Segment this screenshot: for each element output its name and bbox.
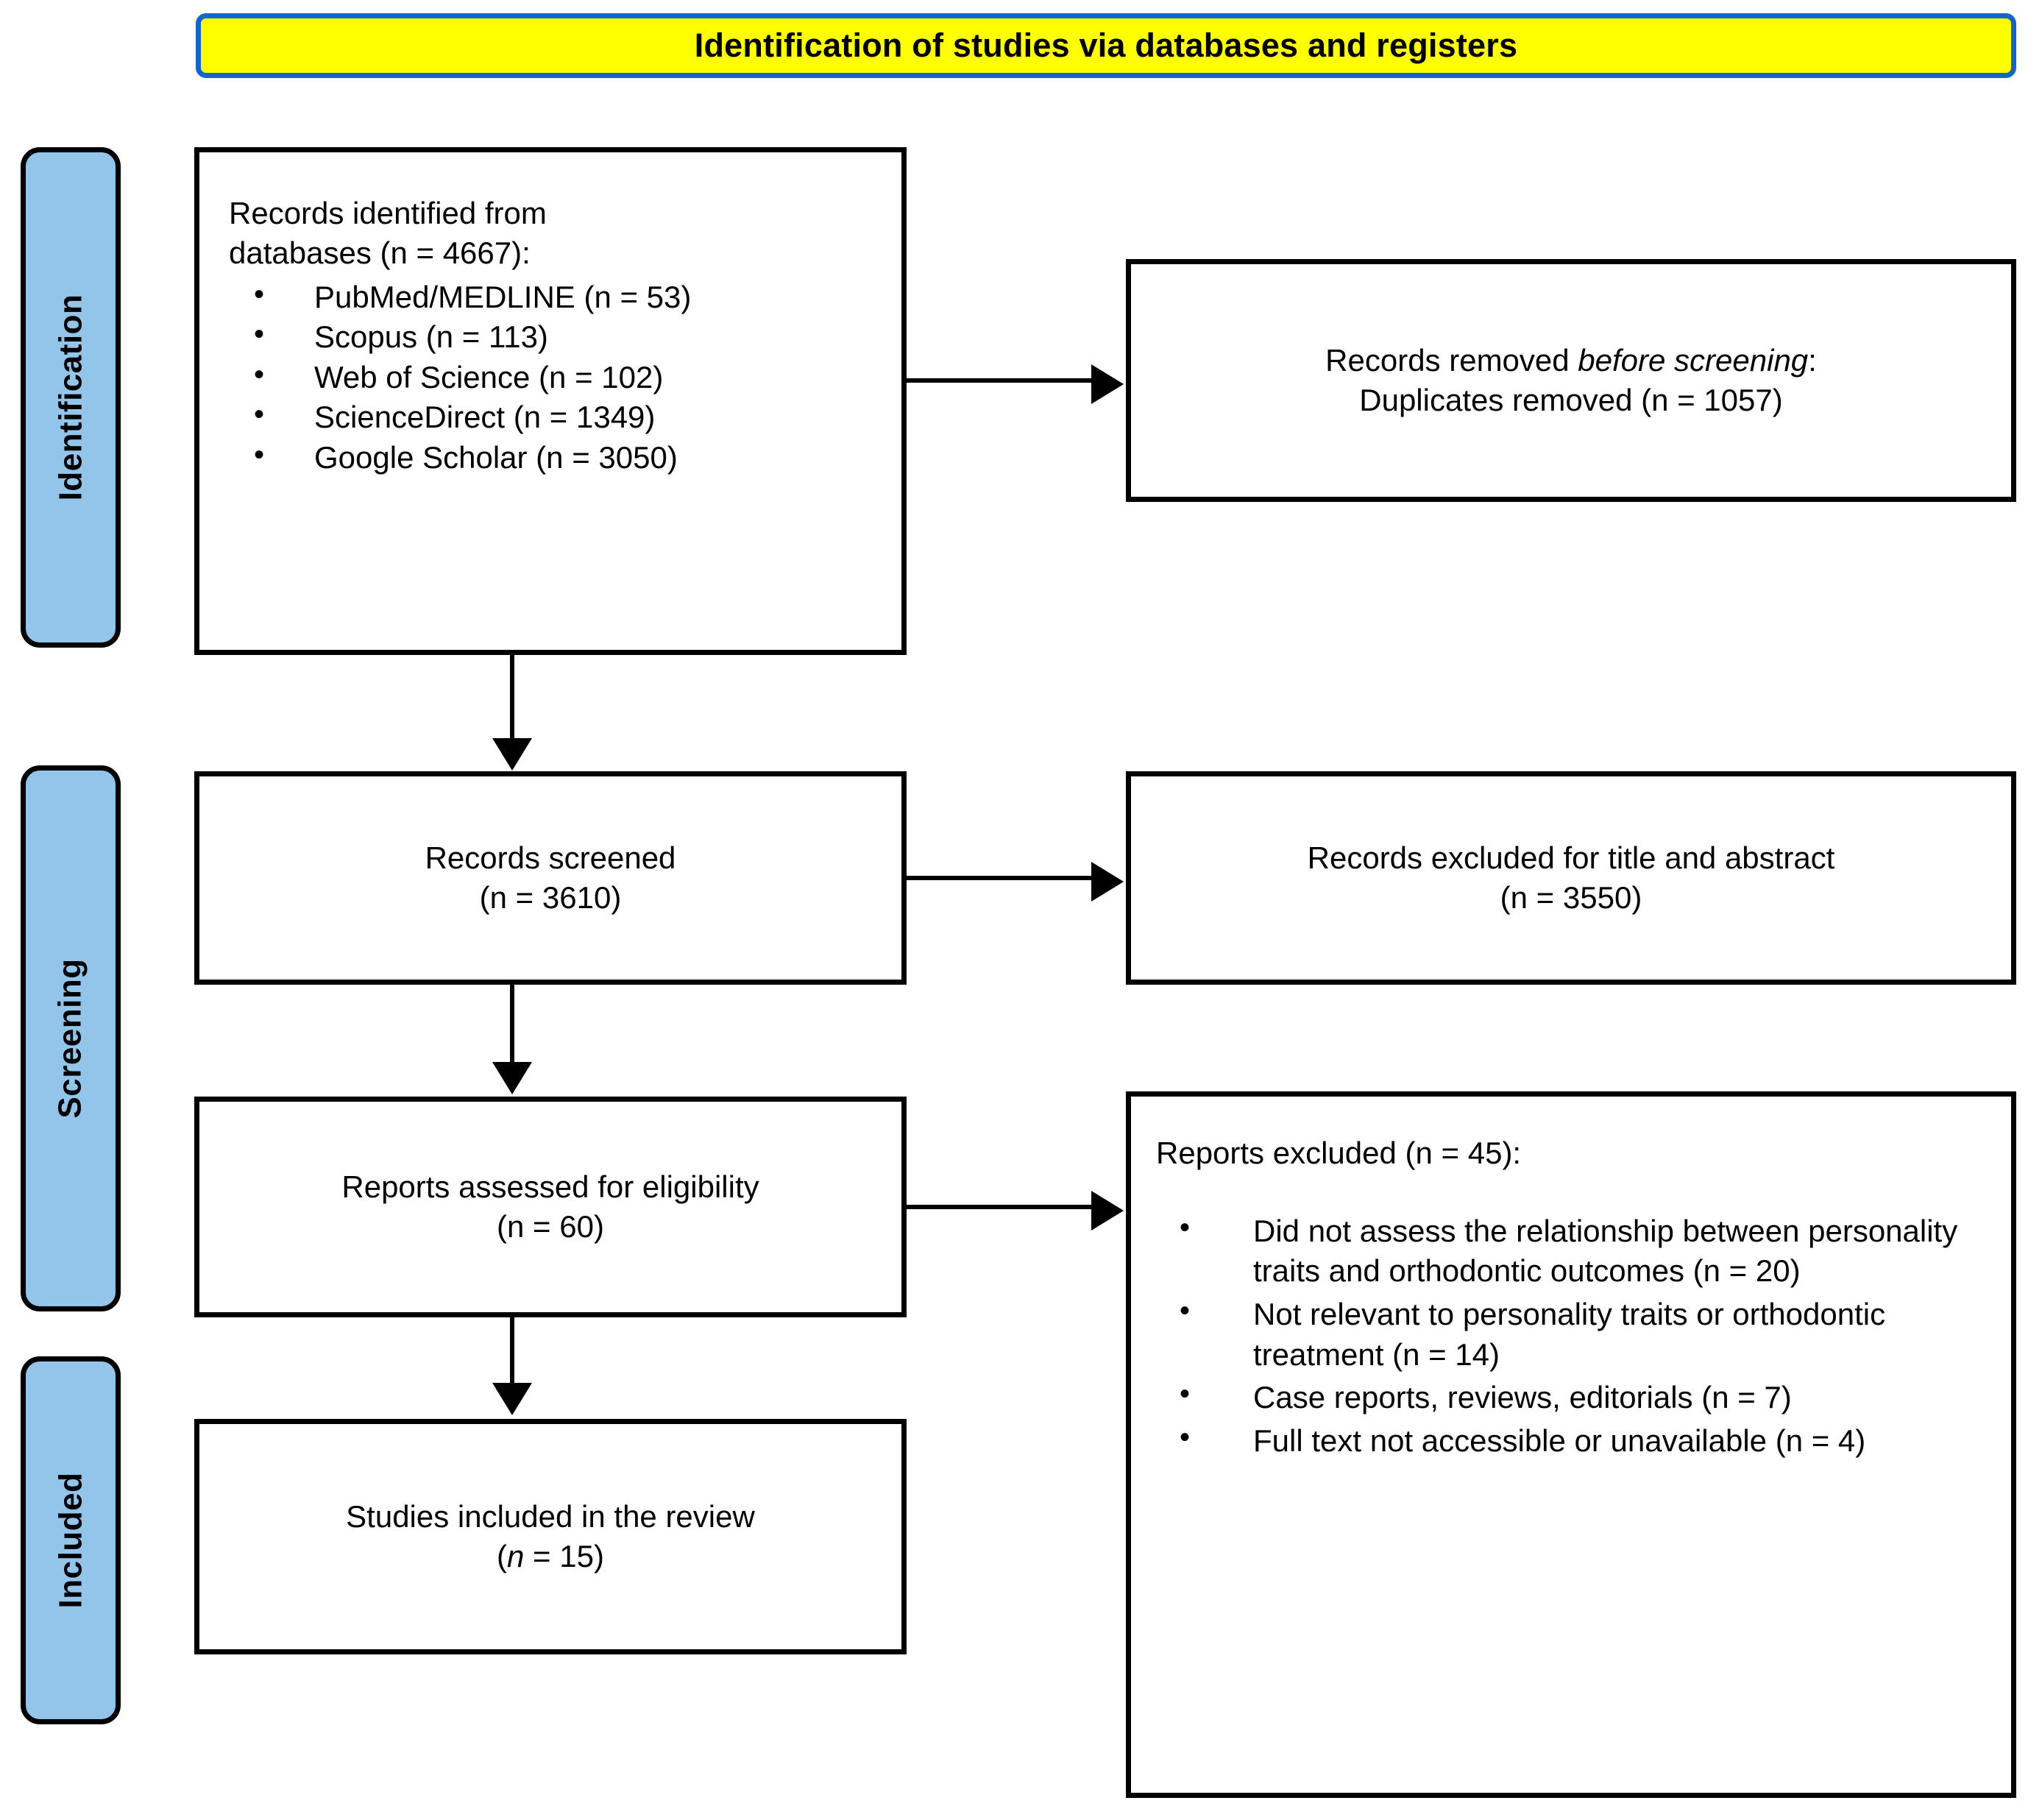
records-excluded-ta-label: Records excluded for title and abstract <box>1307 840 1835 876</box>
box-records-excluded-title-abstract: Records excluded for title and abstract … <box>1126 771 2016 985</box>
database-source-list: PubMed/MEDLINE (n = 53) Scopus (n = 113)… <box>229 275 885 478</box>
exclusion-reason-list: Did not assess the relationship between … <box>1156 1208 1992 1465</box>
records-removed-prefix: Records removed <box>1325 343 1578 378</box>
diagram-banner: Identification of studies via databases … <box>196 13 2016 78</box>
list-item: Not relevant to personality traits or or… <box>1156 1292 1992 1375</box>
reports-excluded-lead: Reports excluded (n = 45): <box>1156 1136 1522 1170</box>
box-records-removed-before-screening: Records removed before screening: Duplic… <box>1126 259 2016 502</box>
connector-screened-to-eligibility <box>510 985 514 1066</box>
studies-included-count-prefix: ( <box>497 1539 508 1573</box>
box-reports-assessed-eligibility: Reports assessed for eligibility (n = 60… <box>194 1097 907 1317</box>
studies-included-count-n: n <box>507 1539 525 1573</box>
box-records-identified: Records identified from databases (n = 4… <box>194 147 907 655</box>
records-screened-label: Records screened <box>425 840 676 876</box>
list-item: PubMed/MEDLINE (n = 53) <box>247 275 885 318</box>
reports-eligibility-count: (n = 60) <box>497 1209 604 1244</box>
list-item: Case reports, reviews, editorials (n = 7… <box>1156 1375 1992 1418</box>
banner-title: Identification of studies via databases … <box>694 26 1518 64</box>
records-removed-suffix: : <box>1808 343 1817 378</box>
studies-included-count-suffix: = 15) <box>524 1539 604 1573</box>
records-removed-heading: Records removed before screening: <box>1325 341 1817 380</box>
arrow-right-icon <box>1091 862 1124 902</box>
list-item: Scopus (n = 113) <box>247 315 885 358</box>
list-item: Full text not accessible or unavailable … <box>1156 1418 1992 1462</box>
list-item: Web of Science (n = 102) <box>247 355 885 398</box>
studies-included-count: (n = 15) <box>497 1537 604 1576</box>
stage-label-screening-text: Screening <box>52 958 88 1119</box>
records-identified-lead: Records identified from databases (n = 4… <box>229 196 547 270</box>
stage-label-screening: Screening <box>21 765 121 1311</box>
duplicates-removed-count: Duplicates removed (n = 1057) <box>1359 383 1783 417</box>
stage-label-included: Included <box>21 1356 121 1724</box>
list-item: Google Scholar (n = 3050) <box>247 436 885 478</box>
box-records-screened: Records screened (n = 3610) <box>194 771 907 985</box>
stage-label-included-text: Included <box>52 1472 88 1609</box>
connector-eligibility-to-excluded-reports <box>907 1205 1094 1209</box>
studies-included-label: Studies included in the review <box>346 1499 755 1534</box>
stage-label-identification-text: Identification <box>52 294 88 501</box>
list-item: ScienceDirect (n = 1349) <box>247 395 885 438</box>
connector-screened-to-excluded <box>907 876 1094 880</box>
list-item: Did not assess the relationship between … <box>1156 1208 1992 1292</box>
arrow-down-icon <box>492 738 532 771</box>
records-removed-emphasis: before screening <box>1578 343 1809 378</box>
box-studies-included: Studies included in the review (n = 15) <box>194 1419 907 1654</box>
connector-identified-to-duplicates <box>907 378 1094 383</box>
connector-eligibility-to-included <box>510 1317 514 1385</box>
records-screened-count: (n = 3610) <box>479 880 622 915</box>
box-reports-excluded: Reports excluded (n = 45): Did not asses… <box>1126 1091 2016 1798</box>
arrow-right-icon <box>1091 364 1124 404</box>
connector-identified-to-screened <box>510 655 514 743</box>
reports-eligibility-label: Reports assessed for eligibility <box>341 1169 759 1205</box>
stage-label-identification: Identification <box>21 147 121 648</box>
arrow-down-icon <box>492 1383 532 1415</box>
records-excluded-ta-count: (n = 3550) <box>1500 880 1642 915</box>
arrow-down-icon <box>492 1062 532 1094</box>
arrow-right-icon <box>1091 1191 1124 1231</box>
